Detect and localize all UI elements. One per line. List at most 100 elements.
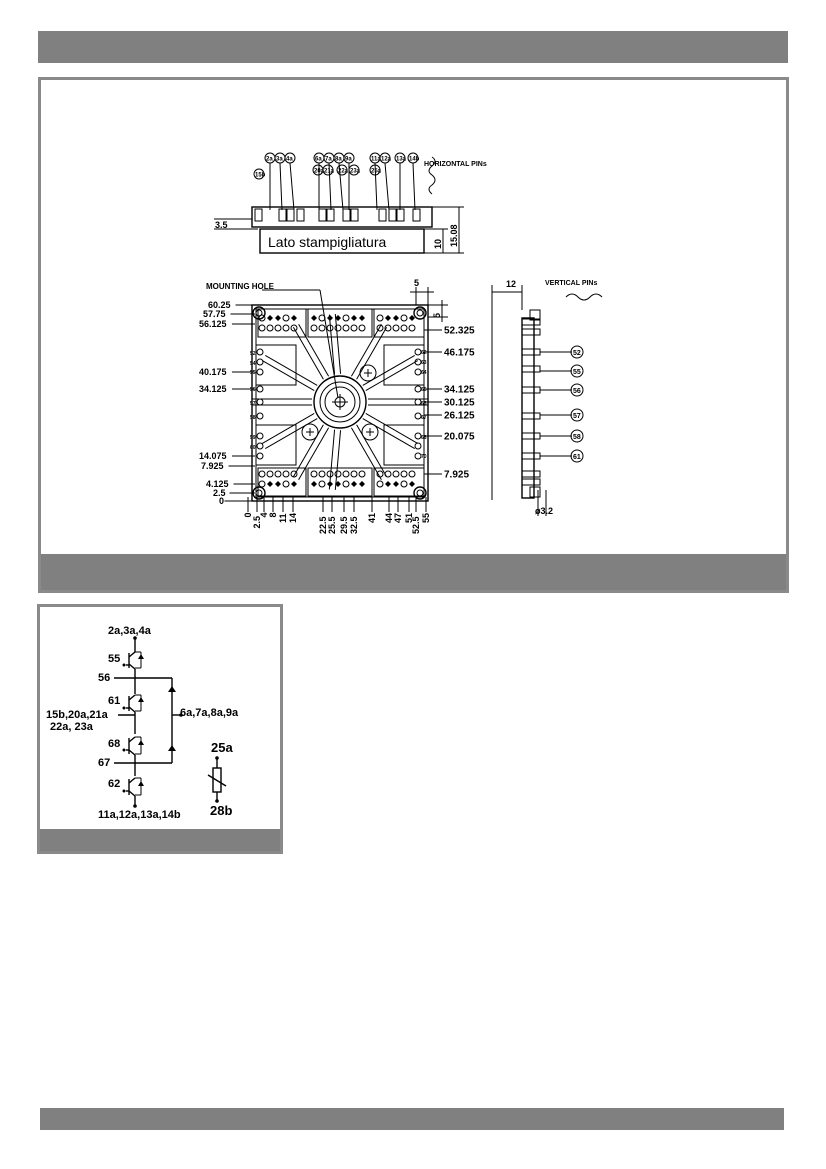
- bottom-dim-label: 44: [384, 513, 394, 523]
- right-dim-label: 52.325: [444, 326, 475, 337]
- left-dim-label: 0: [219, 496, 224, 506]
- horizontal-pin-label: 13a: [396, 157, 407, 163]
- side-pin-label: 58: [573, 434, 581, 441]
- side-body: [521, 317, 535, 499]
- side-pin-circle: [570, 429, 584, 443]
- bottom-dim-label: 11: [278, 513, 288, 523]
- ntc-thermistor: 25a 28b: [207, 740, 233, 818]
- schematic-bottom-label: 11a,12a,13a,14b: [98, 809, 181, 821]
- bottom-dim-label: 0: [243, 512, 253, 517]
- pin67-label: 67: [98, 757, 110, 769]
- center-mounting-hole: [313, 375, 367, 429]
- bottom-dim-label: 25.5: [327, 516, 337, 534]
- bottom-dim-label: 52.5: [411, 516, 421, 534]
- right-pin-number: 68: [421, 435, 427, 441]
- side-pin-label: 61: [573, 454, 581, 461]
- top-dim-5a: 5: [414, 278, 419, 288]
- drawing-panel-footer: [41, 554, 786, 590]
- bottom-dim-label: 4: [259, 512, 269, 517]
- top-dim-5b: 5: [432, 313, 442, 318]
- side-diameter: ø3.2: [535, 506, 553, 516]
- horizontal-pin-label: 23a: [350, 169, 361, 175]
- bottom-dim-label: 29.5: [339, 516, 349, 534]
- right-pin-number: 67: [421, 415, 427, 421]
- horizontal-pin-circle: [253, 168, 265, 180]
- side-pin-circle: [570, 345, 584, 359]
- left-pin-number: 56: [250, 387, 256, 393]
- horizontal-pin-label: 25a: [371, 169, 382, 175]
- schematic-top-label: 2a,3a,4a: [108, 625, 152, 637]
- horizontal-dim-height1: 10: [433, 239, 443, 249]
- side-pin-circle: [570, 383, 584, 397]
- igbt-61: 61: [108, 694, 144, 713]
- right-dim-label: 30.125: [444, 398, 475, 409]
- side-pin-circle: [570, 449, 584, 463]
- screw-hole-icon: [359, 364, 377, 382]
- horizontal-pin-label: 15b: [255, 173, 266, 179]
- horizontal-pin-label: 11a: [371, 157, 381, 163]
- horizontal-pin-label: 3a: [276, 157, 283, 163]
- left-pin-number: 59: [250, 435, 256, 441]
- left-dim-label: 56.125: [199, 319, 227, 329]
- horizontal-pin-label: 2a: [266, 157, 273, 163]
- bottom-dim-label: 22.5: [318, 516, 328, 534]
- igbt-68: 68: [108, 736, 144, 756]
- left-pin-number: 52: [250, 351, 256, 357]
- left-dim-label: 2.5: [213, 488, 226, 498]
- module-outline: [251, 304, 429, 502]
- schematic-panel: [37, 604, 283, 854]
- right-pin-number: 65: [421, 387, 427, 393]
- right-pin-number: 62: [421, 350, 427, 356]
- right-output-label: 6a,7a,8a,9a: [180, 707, 239, 719]
- right-dim-label: 7.925: [444, 470, 469, 481]
- bottom-dim-label: 41: [367, 513, 377, 523]
- screw-hole-icon: [301, 423, 319, 441]
- bottom-dim-label: 14: [288, 513, 298, 523]
- stamp-label: Lato stampigliatura: [268, 234, 387, 250]
- vertical-pins-title: VERTICAL PINs: [545, 280, 597, 287]
- left-dim-label: 34.125: [199, 384, 227, 394]
- header-bar: [38, 31, 788, 63]
- side-pin-label: 57: [573, 413, 581, 420]
- corner-hole-icon: [413, 306, 427, 320]
- left-dimensions: 60.2557.7556.12540.17534.12514.0757.9254…: [199, 300, 255, 506]
- side-pin-circle: [570, 364, 584, 378]
- right-pin-number: 63: [421, 360, 427, 366]
- gate-label-55: 55: [108, 653, 120, 665]
- right-dim-label: 26.125: [444, 411, 475, 422]
- left-dim-label: 40.175: [199, 367, 227, 377]
- horizontal-pin-label: 14b: [409, 157, 420, 163]
- schematic-panel-footer: [40, 829, 280, 851]
- stamp-box: [259, 228, 425, 254]
- gate-label-62: 62: [108, 778, 120, 790]
- side-width-dim: 12: [506, 279, 516, 289]
- horizontal-pin-circle: [336, 164, 348, 176]
- right-pin-number: 64: [421, 370, 427, 376]
- pin56-label: 56: [98, 672, 110, 684]
- bottom-dim-label: 8: [268, 512, 278, 517]
- side-pin-label: 52: [573, 350, 581, 357]
- horizontal-pin-label: 6a: [315, 157, 322, 163]
- horizontal-pin-label: 9a: [345, 157, 352, 163]
- horizontal-dim-height2: 15.08: [449, 224, 459, 247]
- left-dim-label: 14.075: [199, 451, 227, 461]
- bottom-dim-label: 51: [404, 513, 414, 523]
- bottom-dim-label: 47: [393, 513, 403, 523]
- side-pin-circle: [570, 408, 584, 422]
- mounting-hole-label: MOUNTING HOLE: [206, 282, 275, 291]
- bottom-dim-label: 32.5: [349, 516, 359, 534]
- horizontal-dim-left: 3.5: [215, 220, 228, 230]
- screw-holes: [301, 364, 379, 441]
- left-block-line1: 15b,20a,21a: [46, 709, 109, 721]
- horizontal-pin-circle: [322, 164, 334, 176]
- right-pin-number: 70: [421, 454, 427, 460]
- left-pin-number: 57: [250, 401, 256, 407]
- left-pin-number: 58: [250, 415, 256, 421]
- side-pin-label: 56: [573, 388, 581, 395]
